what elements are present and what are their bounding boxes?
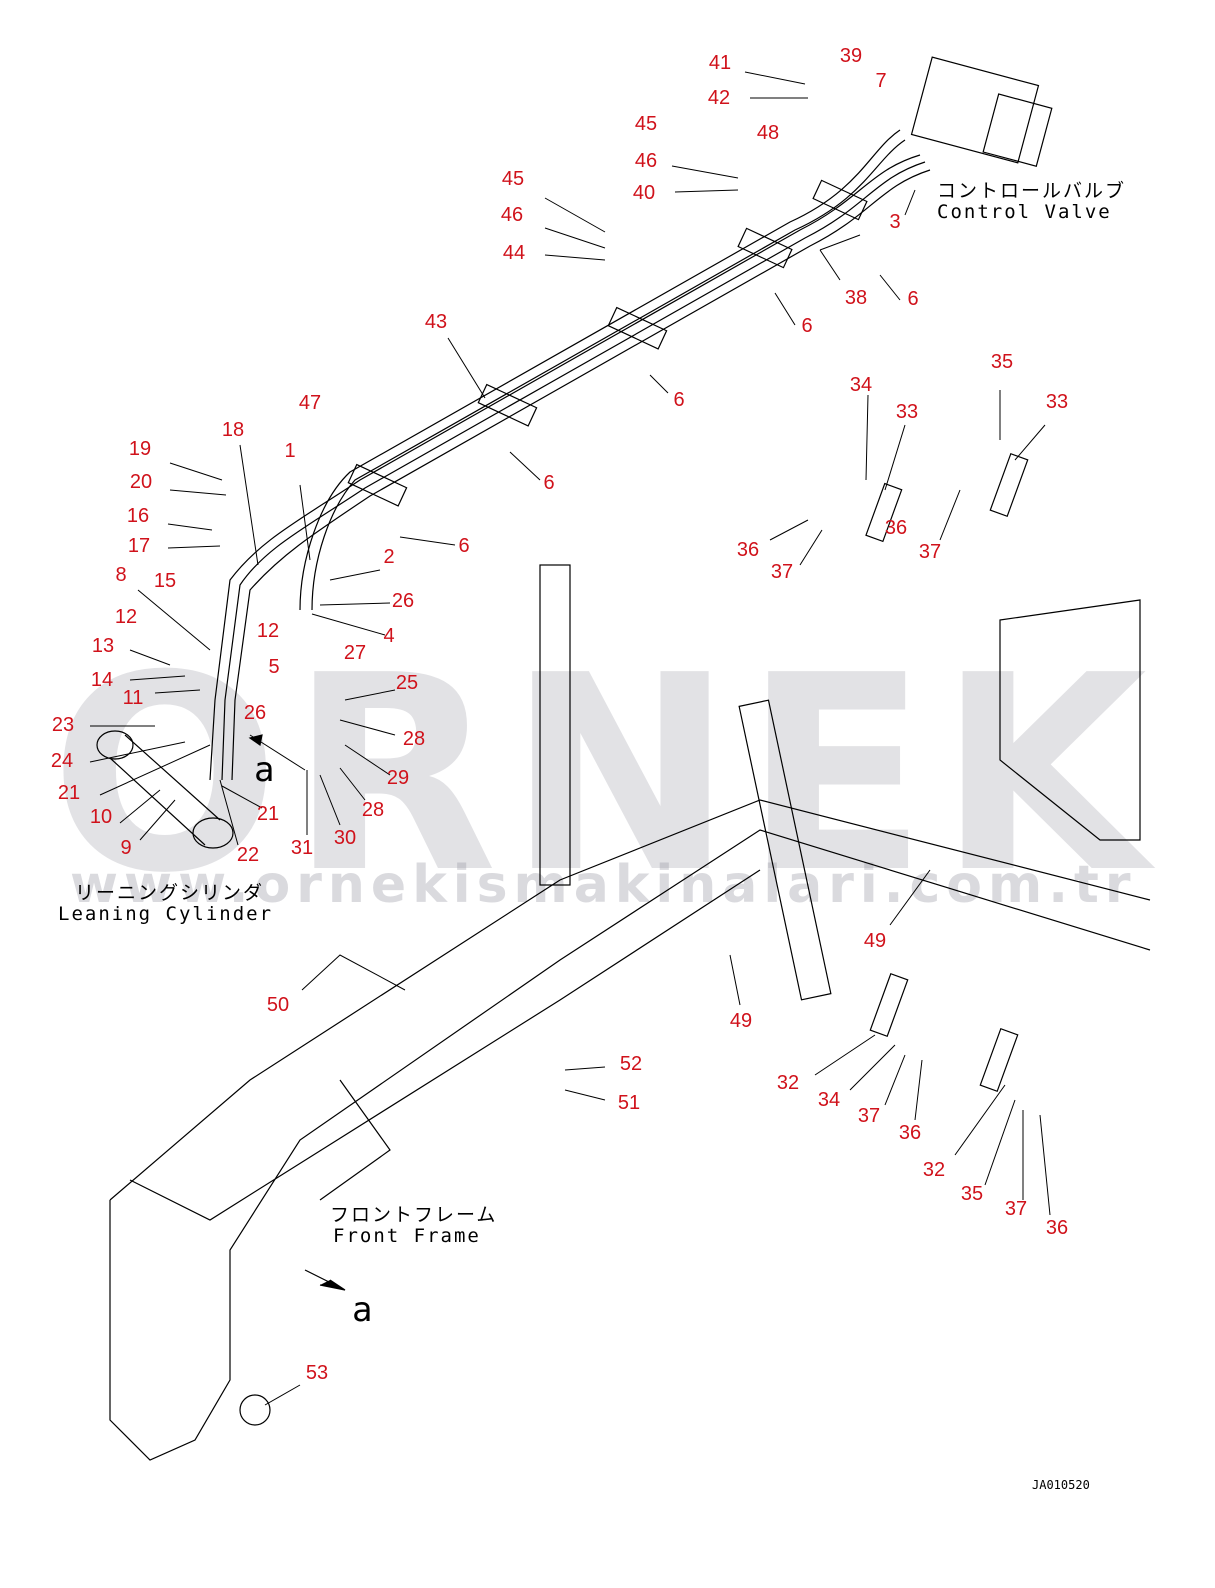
callout: 53 (305, 1362, 329, 1384)
callout: 26 (243, 702, 267, 724)
callout: 20 (129, 471, 153, 493)
callout: 32 (776, 1072, 800, 1094)
callout: 29 (386, 767, 410, 789)
callout: 36 (736, 539, 760, 561)
callout: 26 (391, 590, 415, 612)
drawing-code: JA010520 (1032, 1478, 1090, 1492)
callout: 31 (290, 837, 314, 859)
view-marker-a: a (254, 750, 275, 790)
leaning-cylinder-label-jp: リーニングシリンダ (75, 882, 265, 904)
callout: 50 (266, 994, 290, 1016)
callout: 4 (383, 625, 395, 647)
callout: 10 (89, 806, 113, 828)
callout: 30 (333, 827, 357, 849)
callout: 6 (543, 472, 555, 494)
callout: 32 (922, 1159, 946, 1181)
control-valve (910, 56, 1053, 167)
callout: 52 (619, 1053, 643, 1075)
callout: 51 (617, 1092, 641, 1114)
callout: 40 (632, 182, 656, 204)
callout: 49 (729, 1010, 753, 1032)
callout: 34 (849, 374, 873, 396)
brackets (865, 452, 1029, 1093)
watermark-url: www.ornekismakinalari.com.tr (70, 855, 1137, 915)
callout: 47 (298, 392, 322, 414)
callout: 37 (918, 541, 942, 563)
callout: 21 (57, 782, 81, 804)
callout: 14 (90, 669, 114, 691)
callout: 33 (1045, 391, 1069, 413)
callout: 12 (256, 620, 280, 642)
hose-bundle (209, 129, 931, 781)
callout: 19 (128, 438, 152, 460)
callout: 6 (673, 389, 685, 411)
callout: 28 (402, 728, 426, 750)
callout: 13 (91, 635, 115, 657)
callout: 1 (284, 440, 296, 462)
callout: 46 (500, 204, 524, 226)
leader-lines (89, 71, 1051, 1406)
callout: 37 (770, 561, 794, 583)
front-frame-label-jp: フロントフレーム (330, 1204, 498, 1226)
callout: 48 (756, 122, 780, 144)
callout: 6 (801, 315, 813, 337)
callout: 22 (236, 844, 260, 866)
control-valve-label-en: Control Valve (937, 201, 1112, 223)
callout: 33 (895, 401, 919, 423)
callout: 7 (875, 70, 887, 92)
callout: 35 (990, 351, 1014, 373)
callout: 41 (708, 52, 732, 74)
callout: 5 (268, 656, 280, 678)
callout: 11 (122, 687, 144, 709)
leaning-cylinder-label-en: Leaning Cylinder (58, 903, 274, 925)
callout: 45 (634, 113, 658, 135)
callout: 15 (153, 570, 177, 592)
callout: 37 (1004, 1198, 1028, 1220)
callout: 38 (844, 287, 868, 309)
callout: 36 (898, 1122, 922, 1144)
callout: 27 (343, 642, 367, 664)
callout: 16 (126, 505, 150, 527)
callout: 24 (50, 750, 74, 772)
callout: 17 (127, 535, 151, 557)
callout: 2 (383, 546, 395, 568)
callout: 6 (907, 288, 919, 310)
view-arrow (248, 734, 346, 1291)
clamps (347, 179, 868, 507)
front-frame-label-en: Front Frame (333, 1225, 481, 1247)
view-marker-a: a (352, 1290, 373, 1330)
callout: 37 (857, 1105, 881, 1127)
callout: 18 (221, 419, 245, 441)
leaning-cylinder (96, 730, 234, 849)
callout: 12 (114, 606, 138, 628)
callout: 8 (115, 564, 127, 586)
callout: 34 (817, 1089, 841, 1111)
callout: 39 (839, 45, 863, 67)
callout: 36 (1045, 1217, 1069, 1239)
callout: 46 (634, 150, 658, 172)
callout: 44 (502, 242, 526, 264)
callout: 36 (884, 517, 908, 539)
callout: 28 (361, 799, 385, 821)
control-valve-label-jp: コントロールバルブ (937, 180, 1127, 202)
callout: 25 (395, 672, 419, 694)
callout: 3 (889, 211, 901, 233)
callout: 49 (863, 930, 887, 952)
callout: 6 (458, 535, 470, 557)
callout: 45 (501, 168, 525, 190)
callout: 23 (51, 714, 75, 736)
front-frame (109, 564, 1151, 1461)
callout: 35 (960, 1183, 984, 1205)
callout: 43 (424, 311, 448, 333)
callout: 9 (120, 837, 132, 859)
callout: 21 (256, 803, 280, 825)
callout: 42 (707, 87, 731, 109)
